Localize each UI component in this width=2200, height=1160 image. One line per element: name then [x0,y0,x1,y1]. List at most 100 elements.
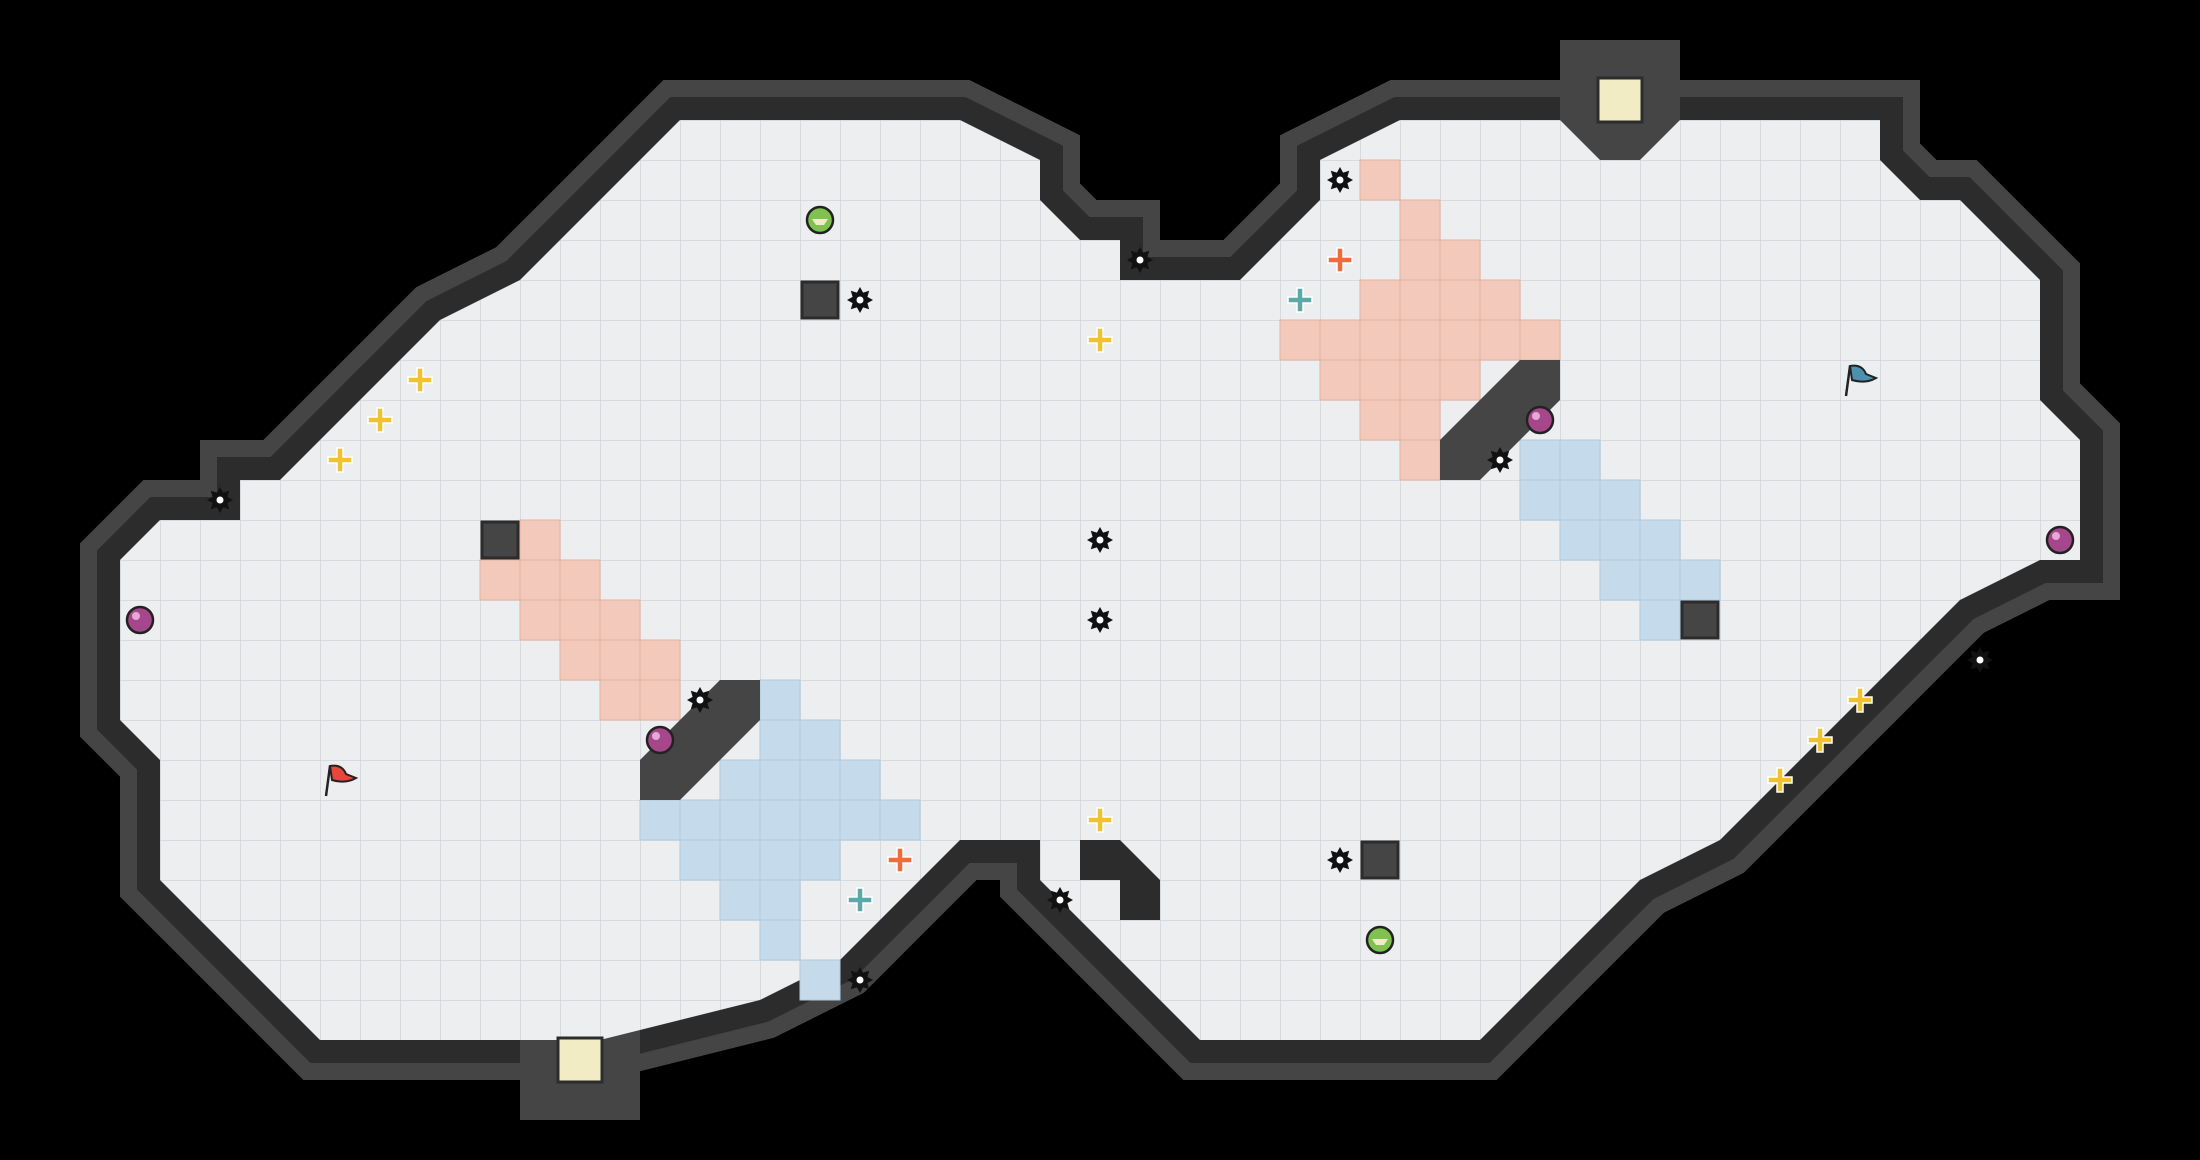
wall-block [1360,840,1400,880]
red-zone-tile [519,519,561,561]
blue-zone-tile [1559,519,1601,561]
blue-zone-tile [759,799,801,841]
red-zone-tile [1359,159,1401,201]
boost-icon [327,447,353,473]
blue-zone-tile [759,839,801,881]
bomb-icon [645,725,675,755]
spike-icon [1087,607,1113,633]
boost-icon [407,367,433,393]
red-zone-tile [639,639,681,681]
red-zone-tile [1279,319,1321,361]
blue-zone-tile [679,839,721,881]
red-zone-tile [1399,359,1441,401]
powerup-icon [805,205,835,235]
blue-zone-tile [1519,479,1561,521]
spike-icon [687,687,713,713]
blue-zone-tile [639,799,681,841]
red-zone-tile [1399,279,1441,321]
red-zone-tile [1479,279,1521,321]
spawn-pad-icon [1596,76,1644,124]
blue-zone-tile [759,879,801,921]
arena-floor [120,120,2080,1040]
red-zone-tile [559,639,601,681]
flag-icon[interactable] [1844,364,1879,397]
spike-icon [1047,887,1073,913]
spike-icon [1327,167,1353,193]
blue-zone-tile [1679,559,1721,601]
floor-tiles [120,120,2080,1040]
blue-zone-tile [1639,559,1681,601]
red-zone-tile [1439,319,1481,361]
red-zone-tile [559,559,601,601]
boost-icon [847,887,873,913]
map-items [125,167,2075,993]
boost-icon [1847,687,1873,713]
blue-zone-tile [719,879,761,921]
blue-zone-tile [1559,479,1601,521]
bomb-icon [2045,525,2075,555]
boost-icon [1287,287,1313,313]
blue-zone-tile [1519,439,1561,481]
blue-zone-tile [759,679,801,721]
red-zone-tile [479,559,521,601]
powerup-icon [1365,925,1395,955]
blue-zone-tile [719,799,761,841]
red-zone-tile [519,599,561,641]
boost-icon [1087,807,1113,833]
blue-zone-tile [1599,519,1641,561]
bomb-icon [1525,405,1555,435]
blue-zone-tile [1599,559,1641,601]
wall-block [1680,600,1720,640]
blue-zone-tile [799,719,841,761]
boost-icon [1087,327,1113,353]
red-zone-tile [1399,399,1441,441]
red-zone-tile [519,559,561,601]
red-zone-tile [1359,359,1401,401]
boost-icon [1327,247,1353,273]
blue-zone-tile [799,959,841,1001]
blue-zone-tile [1639,519,1681,561]
blue-zone-tile [799,759,841,801]
wall-block [480,520,520,560]
blue-zone-tile [719,839,761,881]
blue-zone-tile [759,759,801,801]
red-zone-tile [599,679,641,721]
spike-icon [1327,847,1353,873]
team-zones [479,159,1721,1001]
blue-zone-tile [879,799,921,841]
diagonal-wall [1440,360,1560,480]
red-zone-tile [1439,279,1481,321]
spike-icon [1967,647,1993,673]
boost-icon [1767,767,1793,793]
boost-icon [887,847,913,873]
blue-zone-tile [759,719,801,761]
spike-icon [847,967,873,993]
red-zone-tile [1519,319,1561,361]
red-zone-tile [1359,319,1401,361]
blue-zone-tile [1599,479,1641,521]
red-zone-tile [1399,199,1441,241]
blue-zone-tile [839,799,881,841]
blue-zone-tile [1639,599,1681,641]
blue-zone-tile [1559,439,1601,481]
blue-zone-tile [799,799,841,841]
red-zone-tile [599,639,641,681]
red-zone-tile [1439,239,1481,281]
boost-icon [1807,727,1833,753]
wall-block [800,280,840,320]
spike-icon [207,487,233,513]
red-zone-tile [599,599,641,641]
blue-zone-tile [799,839,841,881]
red-zone-tile [1359,279,1401,321]
bomb-icon [125,605,155,635]
wall-blocks [480,76,1720,1084]
red-zone-tile [1479,319,1521,361]
spike-icon [1127,247,1153,273]
flag-icon[interactable] [324,764,359,797]
red-zone-tile [1399,239,1441,281]
red-zone-tile [1399,319,1441,361]
blue-zone-tile [679,799,721,841]
spike-icon [1087,527,1113,553]
spike-icon [847,287,873,313]
